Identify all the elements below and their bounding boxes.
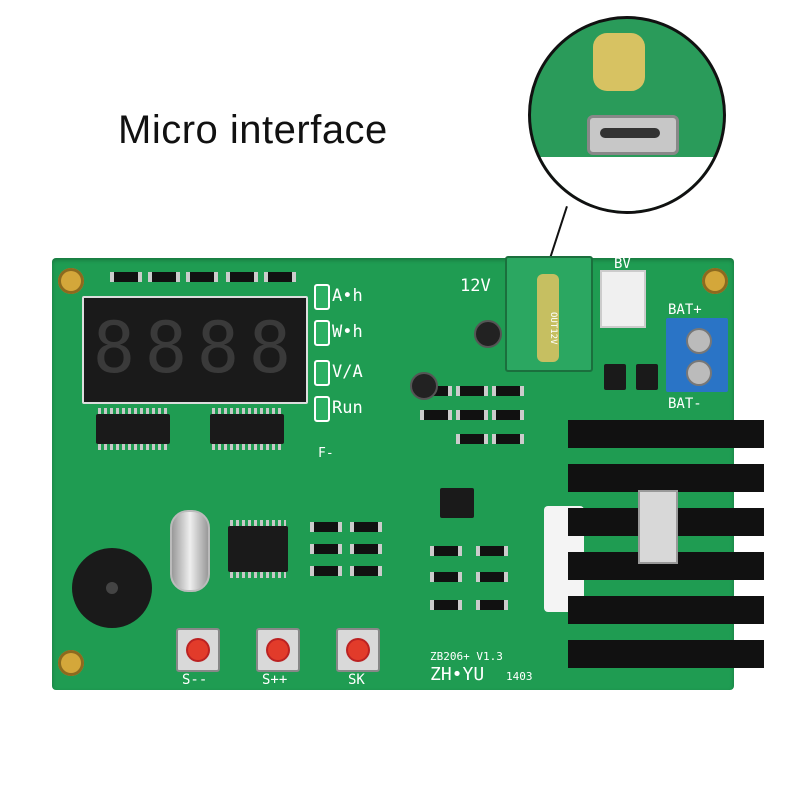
heatsink-fin <box>568 420 764 448</box>
smd-resistor <box>430 572 462 582</box>
smd-resistor <box>492 434 524 444</box>
smd-resistor <box>110 272 142 282</box>
smd-resistor <box>350 544 382 554</box>
mounting-hole-bottom-left <box>58 650 84 676</box>
smd-resistor <box>186 272 218 282</box>
button-cap <box>268 640 288 660</box>
ic-chip-left <box>96 408 170 450</box>
ic-pins-bottom <box>212 444 282 450</box>
led-run <box>314 396 330 422</box>
led-va <box>314 360 330 386</box>
smd-resistor <box>456 434 488 444</box>
button-cap <box>348 640 368 660</box>
label-f-minus: F- <box>318 446 334 461</box>
caption-title: Micro interface <box>118 108 388 152</box>
led-wh <box>314 320 330 346</box>
smd-resistor <box>430 600 462 610</box>
micro-usb-icon <box>587 115 679 155</box>
zoom-white-area <box>531 157 723 211</box>
transistor-icon <box>636 364 658 390</box>
ic-pins-top <box>212 408 282 414</box>
label-out12v: OUT12V <box>548 312 558 345</box>
buzzer-icon <box>72 548 152 628</box>
label-bv: BV <box>614 256 631 272</box>
smd-resistor <box>456 386 488 396</box>
smd-resistor <box>456 410 488 420</box>
digit-1: 8 <box>92 307 136 389</box>
smd-resistor <box>310 522 342 532</box>
ic-chip-mid <box>440 488 474 518</box>
zoom-leader-line <box>548 206 568 260</box>
label-bat-minus: BAT- <box>668 396 702 412</box>
mounting-hole-top-left <box>58 268 84 294</box>
label-bat-plus: BAT+ <box>668 302 702 318</box>
smd-resistor <box>264 272 296 282</box>
battery-terminal <box>666 318 728 392</box>
ic-pins-bottom <box>98 444 168 450</box>
seven-segment-display: 8 8 8 8 <box>82 296 308 404</box>
smd-resistor <box>350 522 382 532</box>
mounting-hole-top-right <box>702 268 728 294</box>
label-ah: A•h <box>332 286 363 306</box>
capacitor-icon <box>474 320 502 348</box>
heatsink-fin <box>568 596 764 624</box>
label-maker: ZH•YU <box>430 664 485 685</box>
button-cap <box>188 640 208 660</box>
heatsink-fin <box>568 464 764 492</box>
smd-resistor <box>476 572 508 582</box>
ic-pins-top <box>98 408 168 414</box>
label-s-minus: S-- <box>182 672 208 688</box>
digit-3: 8 <box>196 307 240 389</box>
digit-2: 8 <box>144 307 188 389</box>
screw-icon <box>686 328 712 354</box>
button-s-plus[interactable] <box>256 628 300 672</box>
label-12v: 12V <box>460 276 491 296</box>
button-sk[interactable] <box>336 628 380 672</box>
usb-daughter-board <box>505 256 593 372</box>
label-wh: W•h <box>332 322 363 342</box>
smd-resistor <box>226 272 258 282</box>
bv-connector <box>600 270 646 328</box>
smd-resistor <box>492 410 524 420</box>
label-sk: SK <box>348 672 365 688</box>
smd-resistor <box>476 600 508 610</box>
label-va: V/A <box>332 362 363 382</box>
label-run: Run <box>332 398 363 418</box>
label-s-plus: S++ <box>262 672 288 688</box>
microcontroller-chip <box>228 520 288 578</box>
digit-4: 8 <box>248 307 292 389</box>
heatsink-icon <box>568 420 764 670</box>
smd-resistor <box>148 272 180 282</box>
smd-resistor <box>430 546 462 556</box>
zoom-inset <box>528 16 726 214</box>
heatsink-fin <box>568 640 764 668</box>
ic-pins-top <box>230 520 286 526</box>
ic-pins-bottom <box>230 572 286 578</box>
ic-chip-right <box>210 408 284 450</box>
button-s-minus[interactable] <box>176 628 220 672</box>
usb-yellow-pad <box>537 274 559 362</box>
smd-resistor <box>492 386 524 396</box>
smd-resistor <box>476 546 508 556</box>
label-version: ZB206+ V1.3 <box>430 650 503 663</box>
capacitor-icon <box>410 372 438 400</box>
crystal-icon <box>170 510 210 592</box>
led-ah <box>314 284 330 310</box>
smd-resistor <box>350 566 382 576</box>
smd-resistor <box>310 544 342 554</box>
smd-resistor <box>310 566 342 576</box>
power-transistor <box>638 490 678 564</box>
label-date: 1403 <box>506 670 533 683</box>
smd-resistor <box>420 410 452 420</box>
zoom-yellow-pad <box>593 33 645 91</box>
transistor-icon <box>604 364 626 390</box>
screw-icon <box>686 360 712 386</box>
